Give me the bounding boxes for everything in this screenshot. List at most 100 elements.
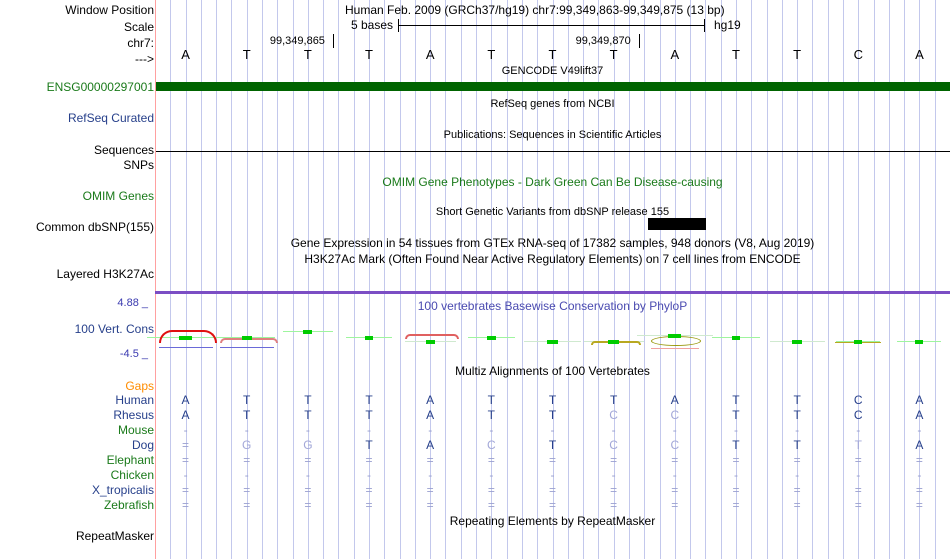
ruler-base-5[interactable]: T [487, 47, 496, 62]
species-label-zebrafish[interactable]: Zebrafish [103, 498, 154, 512]
conservation-bar[interactable] [241, 336, 252, 340]
sequences-label[interactable]: Sequences [93, 143, 154, 157]
refseq-track-title[interactable]: RefSeq genes from NCBI [490, 98, 615, 110]
species-label-chicken[interactable]: Chicken [110, 468, 154, 482]
alignment-row: ------------- [155, 469, 950, 481]
gencode-gene-bar[interactable] [156, 82, 950, 91]
ruler-base-6[interactable]: T [548, 47, 557, 62]
strand-arrow-label: ---> [135, 52, 154, 66]
alignment-base: C [670, 408, 680, 422]
species-label-x_tropicalis[interactable]: X_tropicalis [91, 483, 154, 497]
conservation-bar[interactable] [364, 336, 374, 340]
conservation-label[interactable]: 100 Vert. Cons [74, 322, 154, 336]
ruler-base-8[interactable]: A [670, 47, 680, 62]
conservation-bar[interactable] [608, 340, 619, 344]
alignment-row: ============= [155, 499, 950, 511]
ruler-base-2[interactable]: T [303, 47, 312, 62]
alignment-base: T [732, 393, 740, 407]
conservation-curve [650, 348, 699, 349]
gtex-track-title[interactable]: Gene Expression in 54 tissues from GTEx … [290, 236, 815, 250]
ruler-base-4[interactable]: A [425, 47, 435, 62]
ruler-base-1[interactable]: T [242, 47, 251, 62]
alignment-base: A [426, 438, 435, 452]
dbsnp-variant-block[interactable] [648, 218, 706, 230]
species-label-dog[interactable]: Dog [131, 438, 154, 452]
alignment-base: - [305, 468, 310, 482]
gridline [598, 0, 599, 559]
alignment-base: = [915, 453, 923, 467]
conservation-bar[interactable] [547, 340, 558, 344]
gencode-track-title[interactable]: GENCODE V49lift37 [501, 65, 604, 77]
alignment-base: - [611, 423, 616, 437]
refseq-curated-label[interactable]: RefSeq Curated [67, 111, 154, 125]
conservation-bar[interactable] [303, 330, 313, 334]
ruler-base-11[interactable]: C [853, 47, 863, 62]
assembly-short-label: hg19 [714, 18, 741, 32]
conservation-track-title[interactable]: 100 vertebrates Basewise Conservation by… [417, 299, 688, 313]
conservation-bar[interactable] [668, 334, 682, 338]
alignment-base: T [609, 393, 618, 407]
species-label-human[interactable]: Human [115, 393, 154, 407]
publications-track-title[interactable]: Publications: Sequences in Scientific Ar… [443, 129, 662, 141]
multiz-track-title[interactable]: Multiz Alignments of 100 Vertebrates [455, 364, 650, 378]
gridline [736, 0, 737, 559]
alignment-base: - [672, 468, 677, 482]
alignment-base: = [182, 438, 190, 452]
alignment-base: A [915, 408, 924, 422]
gaps-label[interactable]: Gaps [125, 379, 154, 393]
conservation-bar[interactable] [792, 340, 802, 344]
alignment-base: = [854, 483, 862, 497]
h3k27ac-track-title[interactable]: H3K27Ac Mark (Often Found Near Active Re… [304, 252, 801, 266]
ruler-base-12[interactable]: A [915, 47, 924, 62]
alignment-base: - [489, 468, 494, 482]
scale-row-label: Scale [123, 20, 154, 34]
alignment-base: = [304, 453, 312, 467]
alignment-base: - [856, 423, 861, 437]
alignment-base: = [915, 498, 923, 512]
gridline [935, 0, 936, 559]
data-left-edge [155, 0, 156, 559]
gridline [843, 0, 844, 559]
alignment-base: = [304, 483, 312, 497]
conservation-bar[interactable] [425, 340, 435, 344]
common-dbsnp-label[interactable]: Common dbSNP(155) [35, 220, 154, 234]
gridline [751, 0, 752, 559]
alignment-base: - [917, 468, 922, 482]
ruler-position-tick [332, 34, 334, 48]
repeatmasker-label[interactable]: RepeatMasker [75, 529, 154, 543]
alignment-base: T [548, 393, 557, 407]
snps-label[interactable]: SNPs [123, 158, 154, 172]
repeatmasker-track-title[interactable]: Repeating Elements by RepeatMasker [449, 514, 656, 528]
dbsnp-track-title[interactable]: Short Genetic Variants from dbSNP releas… [435, 206, 670, 218]
gridline [201, 0, 202, 559]
gencode-gene-label[interactable]: ENSG00000297001 [46, 80, 154, 94]
species-label-rhesus[interactable]: Rhesus [113, 408, 154, 422]
omim-genes-label[interactable]: OMIM Genes [82, 189, 154, 203]
species-label-elephant[interactable]: Elephant [106, 453, 154, 467]
gridline [491, 0, 492, 559]
window-position-label: Window Position [65, 3, 154, 17]
alignment-base: C [487, 438, 496, 452]
conservation-bar[interactable] [178, 336, 193, 340]
ruler-base-7[interactable]: T [609, 47, 618, 62]
alignment-base: - [550, 423, 555, 437]
gridline [553, 0, 554, 559]
layered-h3k27ac-label[interactable]: Layered H3K27Ac [56, 267, 154, 281]
ruler-base-0[interactable]: A [181, 47, 190, 62]
alignment-base: = [610, 498, 618, 512]
ruler-base-10[interactable]: T [793, 47, 802, 62]
ruler-base-9[interactable]: T [731, 47, 740, 62]
alignment-base: C [853, 408, 863, 422]
conservation-bar[interactable] [915, 340, 924, 344]
alignment-base: - [550, 468, 555, 482]
ruler-position-label: 99,349,865 [269, 35, 325, 47]
conservation-bar[interactable] [854, 340, 863, 344]
omim-track-title[interactable]: OMIM Gene Phenotypes - Dark Green Can Be… [382, 175, 723, 189]
conservation-bar[interactable] [731, 336, 741, 340]
species-label-mouse[interactable]: Mouse [117, 423, 154, 437]
alignment-base: = [732, 483, 740, 497]
ruler-base-3[interactable]: T [365, 47, 373, 62]
conservation-bar[interactable] [487, 336, 496, 340]
alignment-base: - [244, 423, 249, 437]
